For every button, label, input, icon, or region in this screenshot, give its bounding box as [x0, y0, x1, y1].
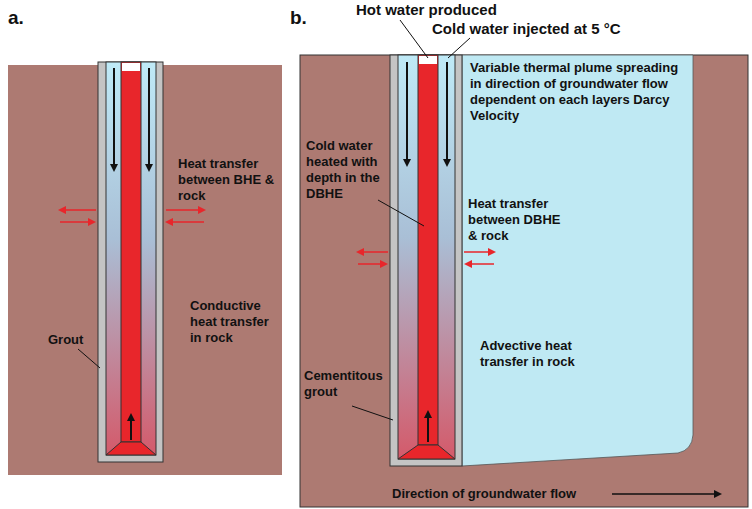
process-label: Heat transfer between DBHE & rock — [468, 196, 568, 244]
callout-label: Cold water heated with depth in the DBHE — [306, 138, 388, 202]
process-label: Advective heat transfer in rock — [480, 338, 575, 370]
callout-label: Hot water produced — [356, 1, 556, 19]
part-label: Cementitous grout — [304, 368, 390, 400]
panel-letter: b. — [290, 6, 330, 29]
flow-label: Direction of groundwater flow — [392, 486, 612, 502]
panel-letter: a. — [8, 6, 48, 29]
callout-label: Cold water injected at 5 °C — [432, 20, 692, 38]
process-label: Heat transfer between BHE & rock — [178, 156, 278, 204]
process-label: Conductive heat transfer in rock — [190, 298, 280, 346]
plume-label: Variable thermal plume spreading in dire… — [470, 60, 688, 124]
part-label: Grout — [48, 332, 108, 348]
